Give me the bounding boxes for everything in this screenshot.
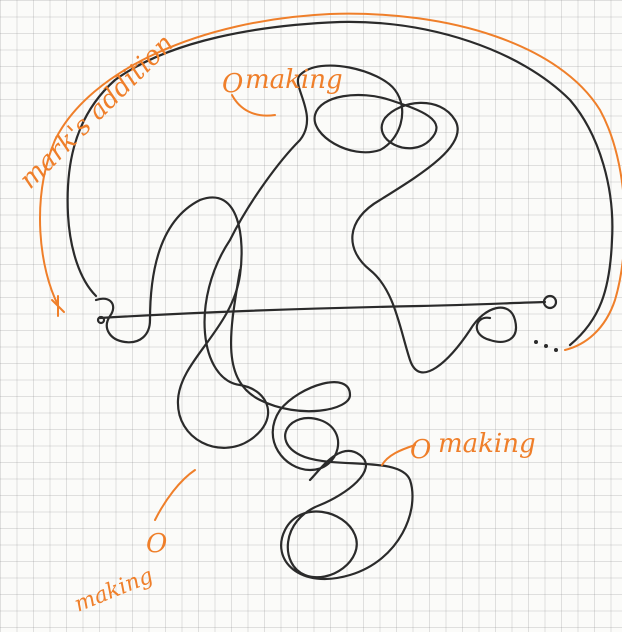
horizontal-line (100, 302, 545, 318)
right-label: making (438, 429, 536, 459)
right-label-marker: O (410, 435, 431, 465)
bottom-label: making (71, 563, 157, 617)
addition-arc-tick (52, 296, 64, 316)
top-label-marker: O (222, 69, 243, 99)
bottom-label-marker: O (146, 529, 167, 559)
ink-dot (544, 344, 548, 348)
side-label: mark's addition (14, 29, 180, 195)
bottom-label-leader (155, 470, 195, 520)
start-circle (98, 317, 104, 323)
upper-scribble (150, 66, 516, 448)
ink-dot (534, 340, 538, 344)
lower-scribble (231, 270, 412, 579)
top-label: making (245, 65, 343, 95)
ink-dot (554, 348, 558, 352)
black-line-drawing (68, 22, 613, 579)
